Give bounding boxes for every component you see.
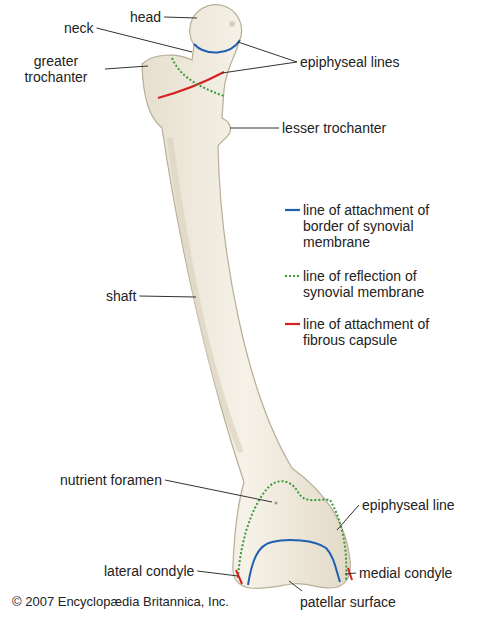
part-label: nutrient foramen: [60, 472, 162, 488]
legend-text: line of attachment of border of synovial…: [303, 202, 463, 250]
nutrient-foramen-dot: [274, 501, 277, 504]
leader-line: [289, 581, 302, 591]
legend-entry: line of attachment of fibrous capsule: [285, 316, 465, 348]
part-label: patellar surface: [300, 594, 396, 610]
part-label: lateral condyle: [104, 563, 194, 579]
part-label: lesser trochanter: [282, 120, 386, 136]
synovial-border-line: [194, 40, 240, 53]
legend-sample-line: [285, 209, 300, 211]
part-label: epiphyseal line: [362, 497, 455, 513]
part-label: neck: [64, 20, 94, 36]
part-label: shaft: [106, 288, 136, 304]
leader-line: [337, 505, 359, 530]
leader-line: [139, 296, 196, 297]
leader-line: [105, 66, 148, 69]
leader-line: [345, 573, 356, 574]
part-label: head: [130, 9, 161, 25]
leader-line: [222, 62, 297, 73]
leader-line: [97, 28, 192, 52]
legend-sample: [285, 202, 301, 218]
fibrous-capsule-line: [158, 72, 224, 98]
leader-line: [165, 480, 272, 502]
leader-line: [164, 17, 197, 18]
head-fovea: [229, 21, 235, 27]
copyright-notice: © 2007 Encyclopædia Britannica, Inc.: [12, 594, 229, 610]
part-label: greater trochanter: [10, 53, 102, 85]
legend-sample: [285, 268, 301, 284]
legend-entry: line of attachment of border of synovial…: [285, 202, 465, 250]
legend-sample-line: [285, 275, 300, 277]
part-label: medial condyle: [359, 565, 452, 581]
synovial-reflection-line: [238, 481, 346, 580]
part-label: epiphyseal lines: [300, 54, 400, 70]
legend-sample-line: [285, 323, 300, 325]
leader-line: [197, 571, 238, 576]
bone-shading: [170, 140, 240, 450]
leader-line: [230, 128, 279, 129]
legend-text: line of reflection of synovial membrane: [303, 268, 463, 300]
synovial-border-line: [248, 540, 340, 585]
legend-text: line of attachment of fibrous capsule: [303, 316, 463, 348]
leader-line: [238, 42, 297, 62]
synovial-reflection-line: [172, 58, 224, 96]
legend-entry: line of reflection of synovial membrane: [285, 268, 465, 300]
fibrous-capsule-line: [236, 570, 242, 584]
legend-sample: [285, 316, 301, 332]
